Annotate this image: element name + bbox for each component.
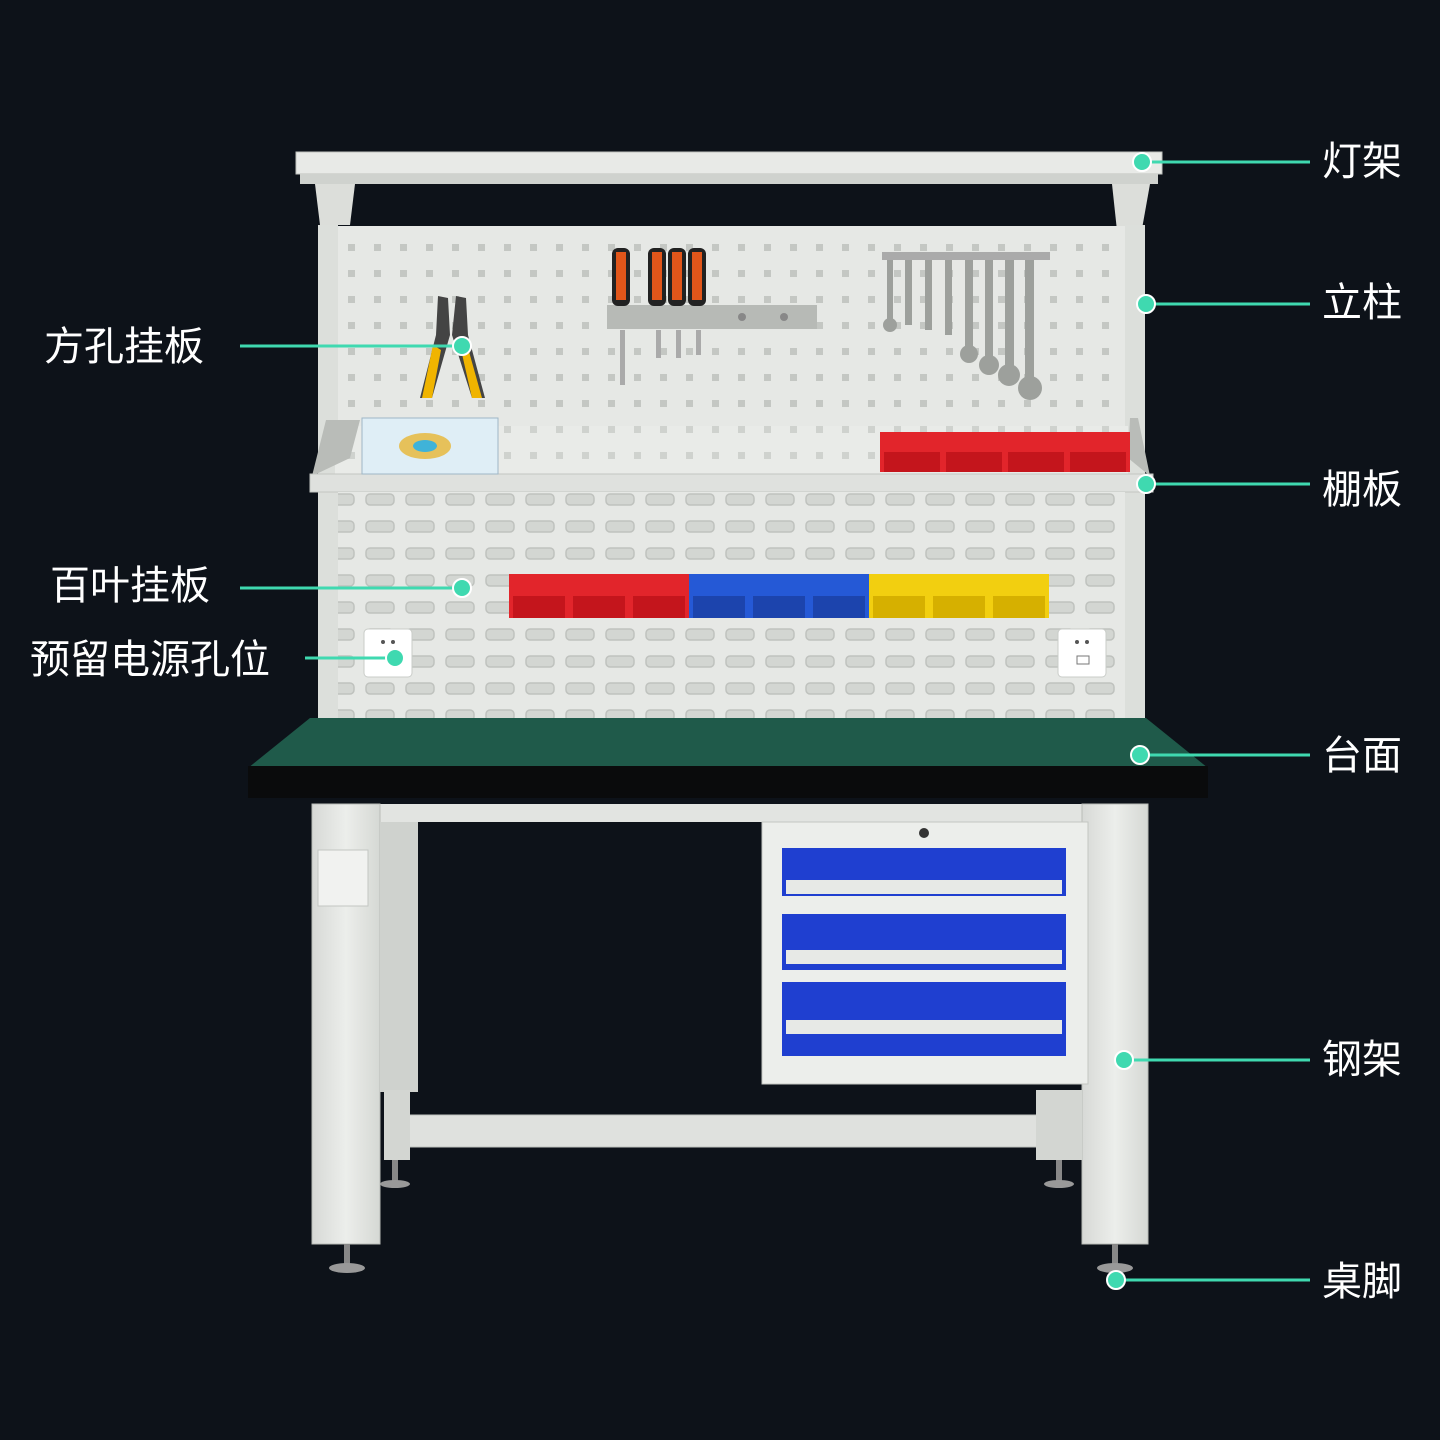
callouts bbox=[240, 152, 1310, 1290]
callout-dot-louver-board bbox=[452, 578, 472, 598]
label-power-outlet: 预留电源孔位 bbox=[30, 637, 270, 683]
upright-right bbox=[1125, 225, 1145, 720]
callout-dot-table-leg bbox=[1106, 1270, 1126, 1290]
wrench-icon bbox=[882, 252, 1050, 400]
label-table-leg: 桌脚 bbox=[1322, 1259, 1402, 1305]
callout-dot-worktop bbox=[1130, 745, 1150, 765]
drawer-icon bbox=[761, 821, 1089, 1085]
label-steel-frame: 钢架 bbox=[1322, 1037, 1402, 1083]
upright-left bbox=[318, 225, 338, 720]
screwdriver-icon bbox=[607, 248, 817, 385]
storage-bin-icon bbox=[880, 432, 1130, 472]
label-worktop: 台面 bbox=[1322, 733, 1402, 779]
callout-dot-steel-frame bbox=[1114, 1050, 1134, 1070]
worktop bbox=[248, 718, 1208, 798]
callout-dot-upright bbox=[1136, 294, 1156, 314]
square-hole-board bbox=[338, 226, 1125, 426]
callout-dot-light-frame bbox=[1132, 152, 1152, 172]
leveling-foot-icon bbox=[329, 1160, 1133, 1273]
storage-bin-row bbox=[509, 574, 1049, 618]
label-light-frame: 灯架 bbox=[1322, 139, 1402, 185]
light-frame bbox=[295, 151, 1163, 240]
steel-frame bbox=[311, 803, 1149, 1245]
label-louver-board: 百叶挂板 bbox=[50, 563, 210, 609]
callout-dot-power-outlet bbox=[385, 648, 405, 668]
label-square-hole-board: 方孔挂板 bbox=[44, 324, 204, 370]
callout-dot-shelf bbox=[1136, 474, 1156, 494]
callout-dot-square-hole-board bbox=[452, 336, 472, 356]
label-upright: 立柱 bbox=[1322, 280, 1402, 326]
label-shelf: 棚板 bbox=[1322, 467, 1402, 513]
